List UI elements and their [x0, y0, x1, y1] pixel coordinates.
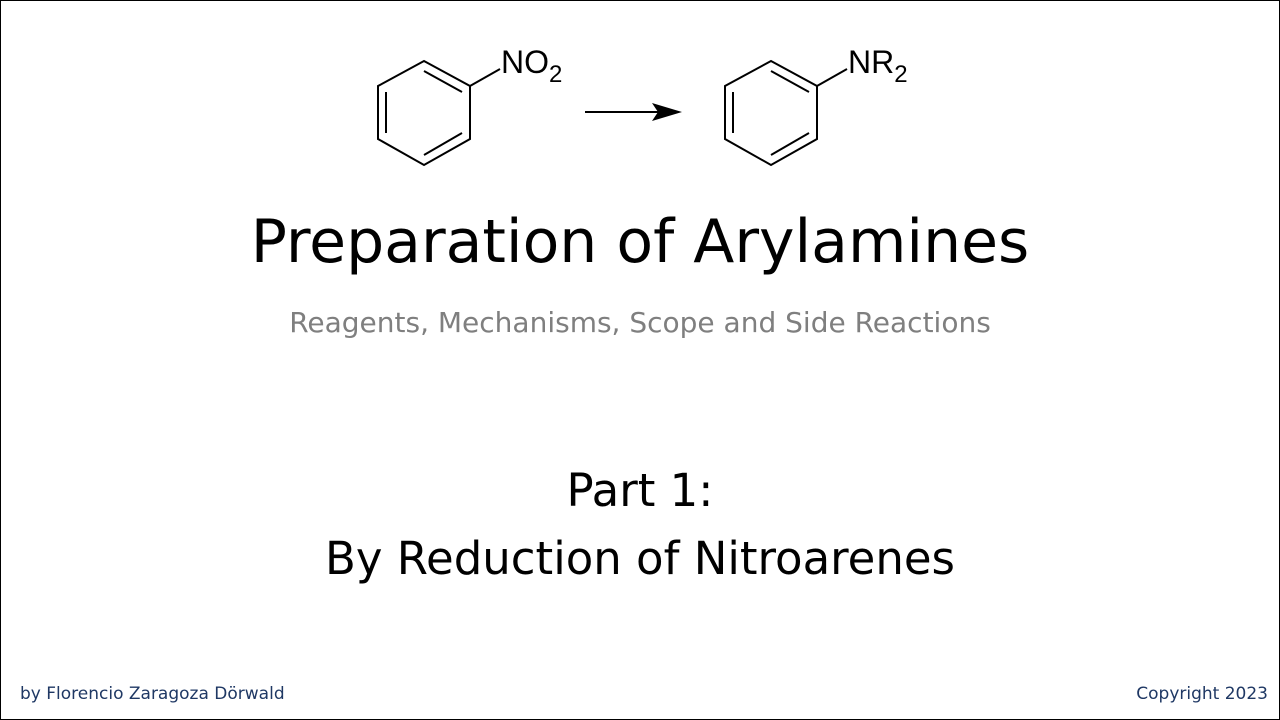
aniline-structure	[724, 59, 848, 167]
nitro-group-label: NO2	[501, 44, 562, 88]
benzene-ring	[724, 59, 818, 167]
aromatic-double-bond	[770, 70, 810, 93]
slide-title: Preparation of Arylamines	[250, 207, 1030, 277]
aromatic-double-bond	[770, 132, 810, 156]
slide-subtitle: Reagents, Mechanisms, Scope and Side Rea…	[289, 306, 991, 339]
amine-group-label: NR2	[848, 44, 908, 88]
copyright-notice: Copyright 2023	[1136, 684, 1268, 704]
aromatic-double-bond	[423, 132, 463, 156]
substituent-bond	[816, 68, 848, 87]
reaction-scheme: NO2 NR2	[377, 44, 908, 167]
reaction-arrow	[585, 103, 682, 121]
author-credit: by Florencio Zaragoza Dörwald	[20, 684, 285, 704]
nitrobenzene-structure	[377, 59, 501, 167]
aromatic-double-bond	[423, 70, 463, 93]
part-topic: By Reduction of Nitroarenes	[324, 532, 956, 585]
substituent-bond	[469, 68, 501, 87]
benzene-ring	[377, 59, 471, 167]
part-label: Part 1:	[566, 464, 714, 517]
